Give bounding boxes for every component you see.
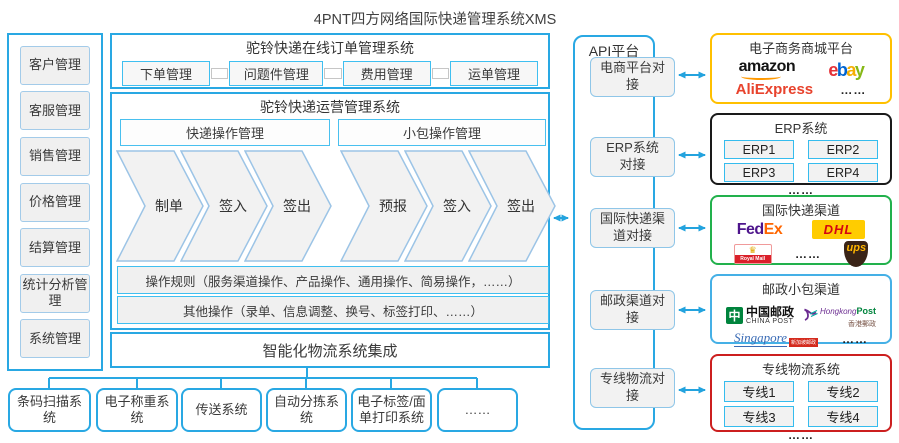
parcel-ops-group-box: 小包操作管理 xyxy=(338,119,546,146)
flow-chevron-sign-out-2: 签出 xyxy=(468,150,556,262)
partner-postal-box: 邮政小包渠道 中 中国邮政 CHINA POST HongkongPost 香港… xyxy=(710,274,892,347)
sidebar-item-settlement: 结算管理 xyxy=(20,228,90,268)
courier-more: …… xyxy=(794,247,821,261)
sidebar: 客户管理 客服管理 销售管理 价格管理 结算管理 统计分析管理 系统管理 xyxy=(7,33,103,371)
chevron-shape xyxy=(244,150,332,262)
api-connector-courier: 国际快递渠道对接 xyxy=(590,208,675,248)
courier-title: 国际快递渠道 xyxy=(761,203,840,218)
module-connector xyxy=(211,68,229,79)
chevron-shape xyxy=(404,150,492,262)
brand-singapore-post: Singapore 新加坡邮政 xyxy=(734,330,818,347)
module-place-order: 下单管理 xyxy=(122,61,210,86)
module-connector xyxy=(431,68,449,79)
erp-item-2: ERP2 xyxy=(808,140,878,159)
module-fees: 费用管理 xyxy=(342,61,431,86)
brand-aliexpress: AliExpress xyxy=(735,81,814,98)
sidebar-item-sales: 销售管理 xyxy=(20,136,90,176)
hongkong-post-bird-icon xyxy=(804,308,818,321)
api-platform-title: API平台 xyxy=(588,43,640,59)
brand-fedex: FedEx xyxy=(736,220,783,238)
partner-erp-box: ERP系统 ERP1 ERP2 ERP3 ERP4 …… xyxy=(710,113,892,197)
flow-chevron-make-order: 制单 xyxy=(116,150,204,262)
erp-title: ERP系统 xyxy=(774,121,828,136)
module-problem-piece: 问题件管理 xyxy=(229,61,324,86)
partner-courier-box: 国际快递渠道 FedEx DHL ♛ Royal Mail …… ups xyxy=(710,195,892,267)
dedicated-line-4: 专线4 xyxy=(808,406,878,427)
sidebar-item-customer: 客户管理 xyxy=(20,45,90,85)
flow-chevron-sign-in: 签入 xyxy=(180,150,268,262)
order-system-panel: 驼铃快递在线订单管理系统 下单管理 问题件管理 费用管理 运单管理 xyxy=(110,33,550,89)
device-electronic-weighing: 电子称重系统 xyxy=(96,388,178,432)
flow-chevron-forecast: 预报 xyxy=(340,150,428,262)
express-ops-group-box: 快递操作管理 xyxy=(120,119,330,146)
chevron-shape xyxy=(340,150,428,262)
api-connector-dedicated: 专线物流对接 xyxy=(590,368,675,408)
amazon-smile-icon xyxy=(740,73,782,80)
brand-hongkong-post: HongkongPost 香港郵政 xyxy=(802,301,876,329)
erp-item-4: ERP4 xyxy=(808,163,878,182)
postal-more: …… xyxy=(841,331,868,346)
sidebar-item-statistics: 统计分析管理 xyxy=(20,273,90,313)
sidebar-item-pricing: 价格管理 xyxy=(20,182,90,222)
api-connector-ecommerce: 电商平台对接 xyxy=(590,57,675,97)
diagram-title: 4PNT四方网络国际快递管理系统XMS xyxy=(313,12,557,28)
integration-tree-connector xyxy=(48,368,478,389)
ops-system-title: 驼铃快递运营管理系统 xyxy=(260,99,400,115)
device-label-printing: 电子标签/面单打印系统 xyxy=(351,388,432,432)
brand-dhl: DHL xyxy=(811,220,866,239)
device-barcode-scan: 条码扫描系统 xyxy=(8,388,91,432)
brand-ebay: ebay xyxy=(828,59,864,80)
partner-dedicated-box: 专线物流系统 专线1 专线2 专线3 专线4 …… xyxy=(710,354,892,442)
chevron-shape xyxy=(180,150,268,262)
dedicated-more: …… xyxy=(788,428,814,442)
integration-bar: 智能化物流系统集成 xyxy=(110,332,550,368)
module-connector xyxy=(324,68,342,79)
order-module-row: 下单管理 问题件管理 费用管理 运单管理 xyxy=(122,61,538,86)
brand-royal-mail: ♛ Royal Mail xyxy=(733,244,772,264)
crown-icon: ♛ xyxy=(748,245,757,255)
ops-system-panel: 驼铃快递运营管理系统 快递操作管理 小包操作管理 制单 签入 签出 预报 签入 … xyxy=(110,92,556,330)
erp-item-1: ERP1 xyxy=(724,140,794,159)
chevron-shape xyxy=(116,150,204,262)
sidebar-item-service: 客服管理 xyxy=(20,91,90,131)
ecommerce-more: …… xyxy=(840,82,867,97)
china-post-emblem-icon: 中 xyxy=(725,306,743,324)
operation-rules-bar: 操作规则（服务渠道操作、产品操作、通用操作、简易操作，……） xyxy=(117,266,549,294)
ecommerce-title: 电子商务商城平台 xyxy=(748,41,853,56)
brand-amazon: amazon xyxy=(739,59,796,80)
dedicated-line-1: 专线1 xyxy=(724,381,794,402)
api-connector-postal: 邮政渠道对接 xyxy=(590,290,675,330)
dedicated-line-2: 专线2 xyxy=(808,381,878,402)
dedicated-title: 专线物流系统 xyxy=(761,362,840,377)
brand-china-post: 中 中国邮政 CHINA POST xyxy=(725,306,794,325)
device-more: …… xyxy=(437,388,518,432)
module-waybill: 运单管理 xyxy=(449,61,538,86)
singapore-post-badge: 新加坡邮政 xyxy=(788,338,818,347)
partner-ecommerce-box: 电子商务商城平台 amazon ebay AliExpress …… xyxy=(710,33,892,104)
dedicated-line-3: 专线3 xyxy=(724,406,794,427)
postal-title: 邮政小包渠道 xyxy=(761,282,840,297)
device-conveyor: 传送系统 xyxy=(181,388,262,432)
flow-chevron-sign-out: 签出 xyxy=(244,150,332,262)
device-auto-sorting: 自动分拣系统 xyxy=(266,388,347,432)
order-system-title: 驼铃快递在线订单管理系统 xyxy=(246,40,414,56)
sidebar-item-system: 系统管理 xyxy=(20,319,90,359)
chevron-shape xyxy=(468,150,556,262)
erp-more: …… xyxy=(788,183,814,197)
erp-item-3: ERP3 xyxy=(724,163,794,182)
flow-chevron-sign-in-2: 签入 xyxy=(404,150,492,262)
api-connector-erp: ERP系统对接 xyxy=(590,137,675,177)
ups-shield-icon: ups xyxy=(844,241,869,267)
other-operations-bar: 其他操作（录单、信息调整、换号、标签打印、……） xyxy=(117,296,549,324)
